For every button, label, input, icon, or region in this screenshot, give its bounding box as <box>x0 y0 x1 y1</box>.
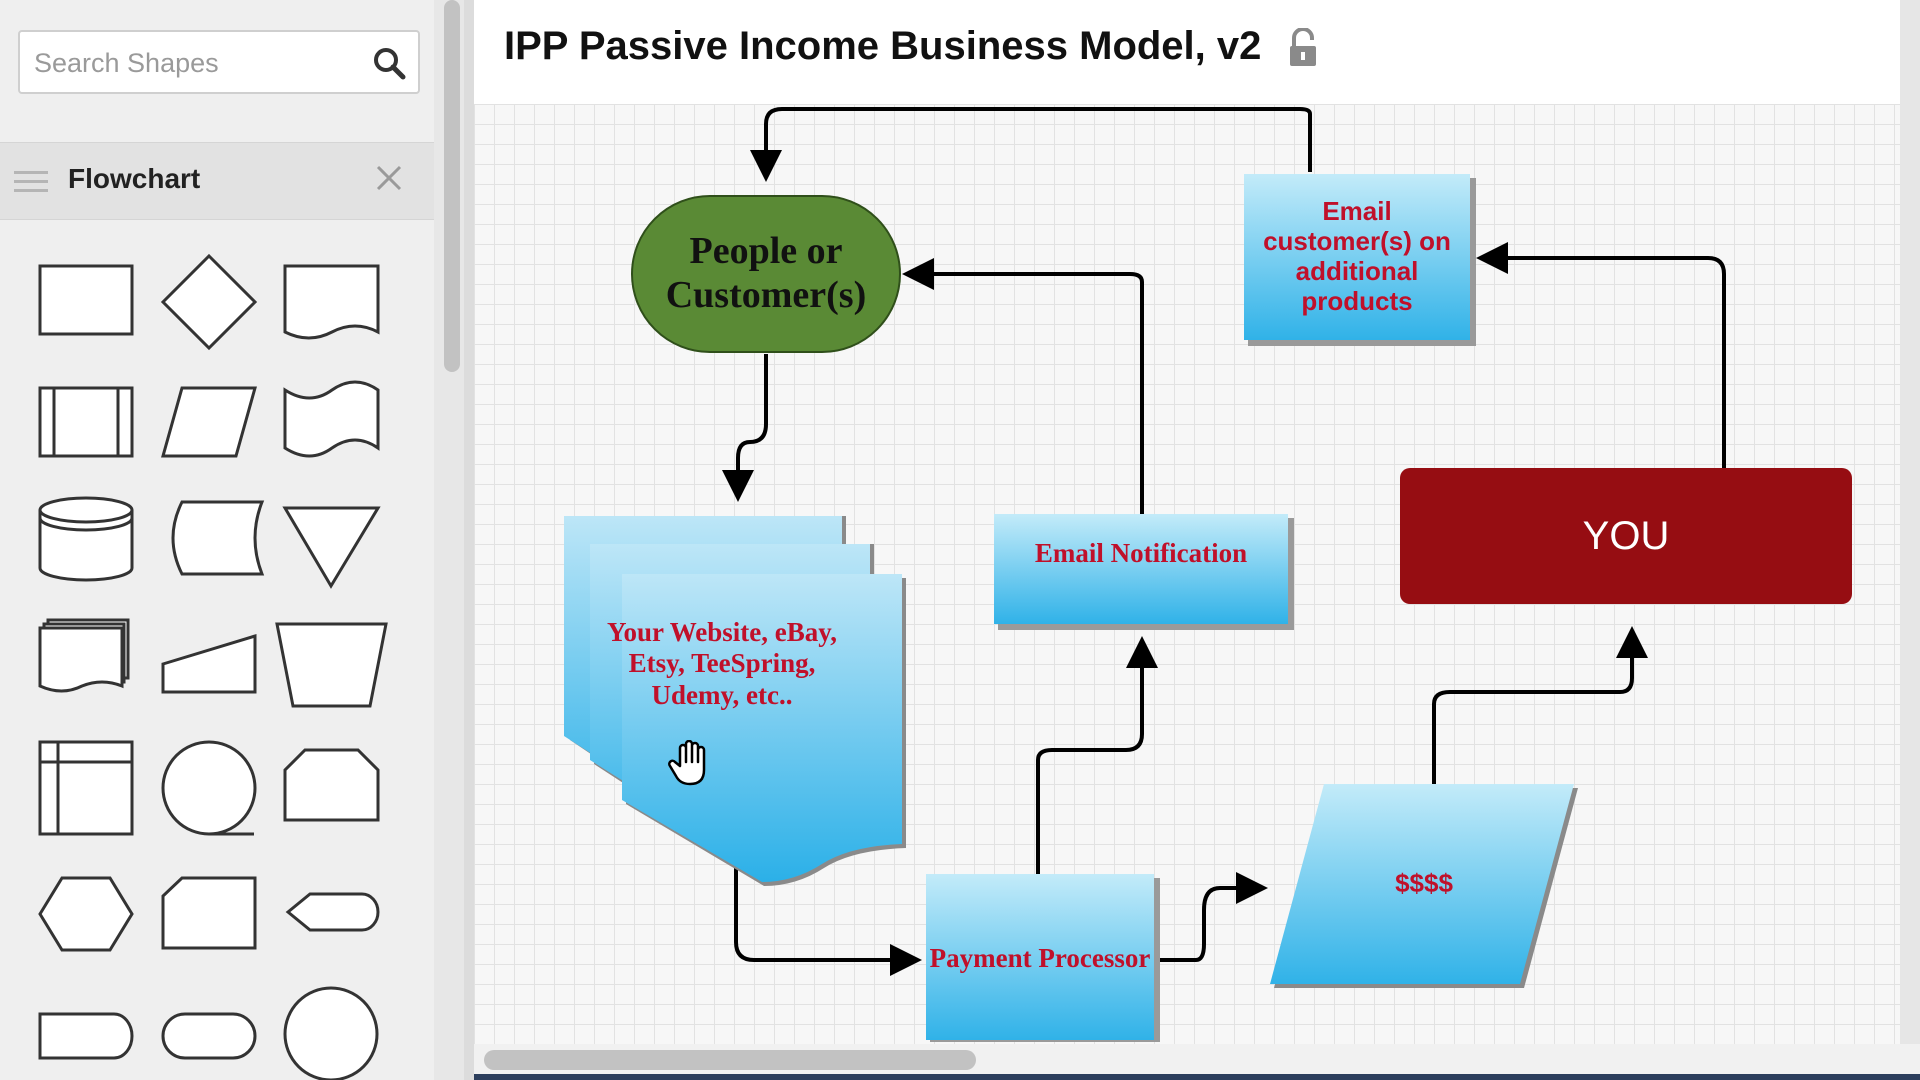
node-email-notification-shape[interactable] <box>994 514 1288 624</box>
node-money-shape[interactable] <box>1270 784 1574 984</box>
shape-process[interactable] <box>38 264 134 336</box>
node-payment-shape[interactable] <box>926 874 1154 1040</box>
node-people-label: People or Customer(s) <box>665 230 867 316</box>
node-website-shape[interactable] <box>564 516 906 886</box>
drag-handle-icon[interactable] <box>14 169 48 195</box>
node-email-customers-shape[interactable] <box>1244 174 1470 340</box>
shape-merge[interactable] <box>282 506 381 589</box>
diagram-canvas[interactable]: People or Customer(s) Email customer(s) … <box>474 104 1920 1044</box>
shape-database[interactable] <box>38 496 134 582</box>
shape-document[interactable] <box>283 264 380 340</box>
node-email-customers-label: Email customer(s) on additional products <box>1263 196 1451 316</box>
node-website-label: Your Website, eBay, Etsy, TeeSpring, Ude… <box>606 617 838 710</box>
section-title: Flowchart <box>68 163 201 194</box>
sidebar-scrollbar-thumb[interactable] <box>444 0 460 372</box>
node-people-shape[interactable] <box>631 195 901 353</box>
node-payment-label: Payment Processor <box>929 943 1151 974</box>
connectors <box>722 107 1726 976</box>
shape-predefined-process[interactable] <box>38 386 134 458</box>
arrow-people-to-website[interactable] <box>722 354 768 502</box>
shape-decision[interactable] <box>160 253 258 351</box>
shape-tape[interactable] <box>283 380 380 458</box>
shape-connector[interactable] <box>283 986 379 1080</box>
search-box[interactable] <box>18 30 420 94</box>
document-header: IPP Passive Income Business Model, v2 <box>474 0 1920 104</box>
arrow-payment-to-notification[interactable] <box>1036 636 1158 876</box>
shape-display[interactable] <box>285 892 380 932</box>
arrow-website-to-payment[interactable] <box>734 852 922 976</box>
node-you-label: YOU <box>1582 514 1670 558</box>
shape-internal-storage[interactable] <box>38 740 134 836</box>
shape-manual-input[interactable] <box>161 633 257 694</box>
search-icon[interactable] <box>368 42 410 84</box>
hand-cursor-icon <box>668 740 706 786</box>
canvas-right-edge <box>1900 0 1920 1080</box>
shape-data[interactable] <box>161 386 257 458</box>
shapes-sidebar: Flowchart <box>0 0 434 1080</box>
panel-divider[interactable] <box>464 0 474 1080</box>
flowchart-section-header[interactable]: Flowchart <box>0 142 434 220</box>
bottom-bar <box>474 1074 1920 1080</box>
shape-manual-operation[interactable] <box>275 622 388 708</box>
document-title[interactable]: IPP Passive Income Business Model, v2 <box>504 24 1262 68</box>
diagram-svg <box>564 107 1852 1042</box>
node-you-shape[interactable] <box>1400 468 1852 604</box>
shape-preparation[interactable] <box>38 876 134 952</box>
shape-palette <box>38 253 388 1080</box>
shape-stored-data[interactable] <box>171 500 265 576</box>
arrow-payment-to-money[interactable] <box>1154 872 1268 962</box>
arrow-you-to-email[interactable] <box>1476 242 1726 468</box>
shape-terminator[interactable] <box>161 1012 257 1060</box>
shape-multi-document[interactable] <box>38 618 130 693</box>
arrow-money-to-you[interactable] <box>1432 626 1648 784</box>
shape-delay[interactable] <box>283 748 380 822</box>
shape-card[interactable] <box>161 876 257 950</box>
node-money-label: $$$$ <box>1395 868 1453 899</box>
lock-open-icon[interactable] <box>1288 28 1318 68</box>
arrow-notification-to-people[interactable] <box>902 258 1144 516</box>
shape-sequential-data[interactable] <box>161 740 257 836</box>
arrow-email-to-people[interactable] <box>750 107 1312 182</box>
close-icon[interactable] <box>372 161 406 195</box>
search-input[interactable] <box>32 42 376 84</box>
canvas-scrollbar-thumb[interactable] <box>484 1050 976 1070</box>
node-email-notification-label: Email Notification <box>1034 538 1248 569</box>
shape-terminator-half[interactable] <box>38 1012 134 1060</box>
